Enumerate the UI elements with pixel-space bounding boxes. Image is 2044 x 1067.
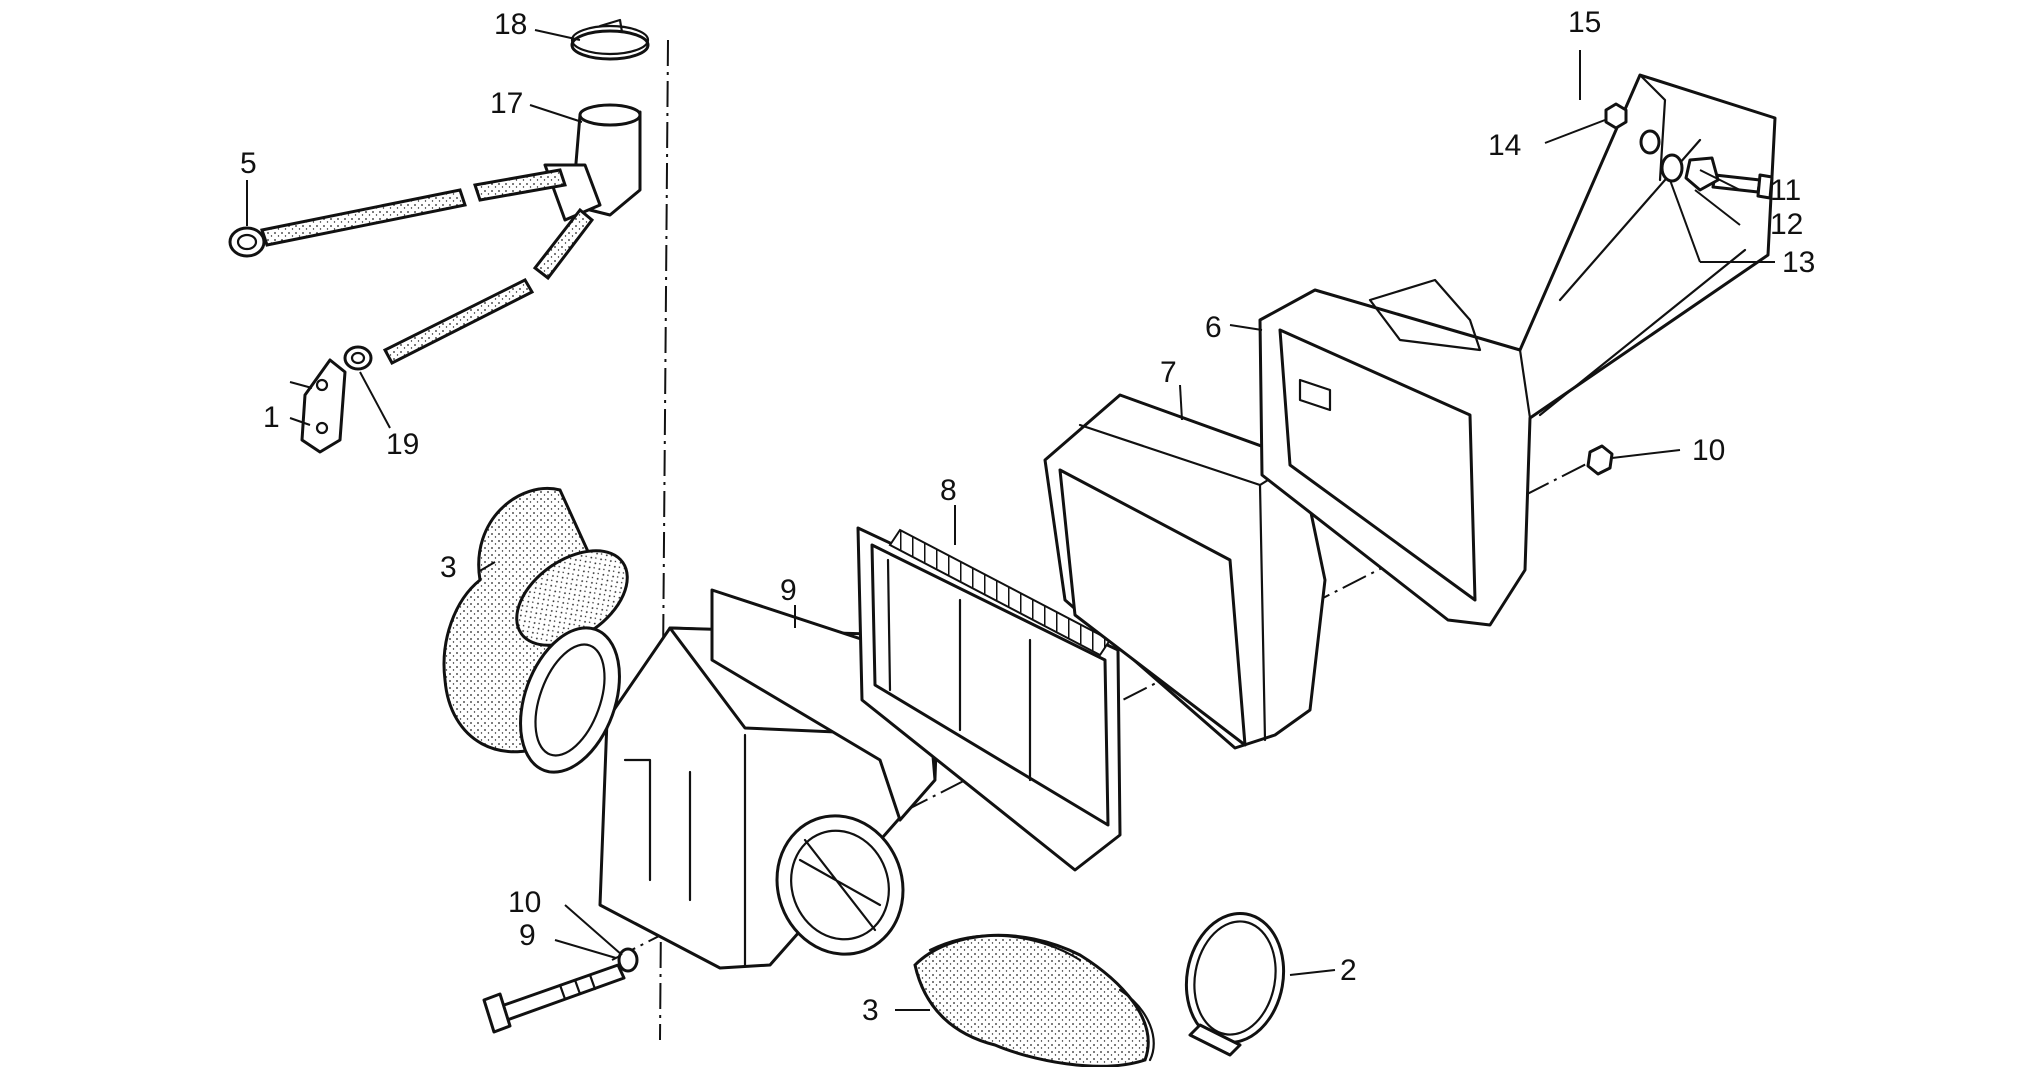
callout-19: 19 (386, 428, 419, 461)
nut-16 (1604, 102, 1628, 130)
hose-clamp (1184, 911, 1286, 1057)
leader-lines (246, 29, 1775, 1011)
grommet-13 (1684, 156, 1720, 192)
callout-6: 7 (1160, 356, 1177, 389)
callout-4: 5 (240, 147, 257, 180)
breather-tee-fitting (543, 103, 642, 222)
washer-15 (1639, 129, 1661, 155)
nut-11 (1586, 444, 1614, 476)
callout-3-upper: 3 (440, 551, 457, 584)
breather-hoses (260, 168, 595, 365)
callout-1: 1 (263, 401, 280, 434)
air-filter-element (856, 526, 1122, 872)
washer-10 (617, 947, 639, 973)
callout-12: 11 (1770, 174, 1801, 207)
callout-17: 17 (490, 87, 523, 120)
callout-5: 6 (1205, 311, 1222, 344)
filter-box-cover (1258, 73, 1777, 627)
small-hose-clip (228, 226, 266, 258)
callout-14: 13 (1782, 246, 1815, 279)
callout-7: 8 (940, 474, 957, 507)
callout-18: 18 (494, 8, 527, 41)
bracket (300, 358, 347, 454)
spacer-14 (1660, 153, 1684, 183)
callout-2: 2 (1340, 954, 1357, 987)
intake-sleeve-upper (442, 487, 629, 774)
callout-15: 14 (1488, 129, 1521, 162)
callout-10: 10 (508, 886, 541, 919)
hose-clip-19 (343, 345, 373, 371)
callout-9: 9 (519, 919, 536, 952)
intake-sleeve-lower (913, 933, 1155, 1067)
callout-11: 10 (1692, 434, 1725, 467)
callout-16: 15 (1568, 6, 1601, 39)
filter-frame (1043, 393, 1327, 750)
callout-3-lower: 3 (862, 994, 879, 1027)
callout-13: 12 (1770, 208, 1803, 241)
callout-labels: 18 17 5 1 19 15 14 11 12 13 6 7 10 8 9 3… (240, 6, 1815, 1027)
hose-clip-top (570, 18, 650, 61)
long-bolt (482, 963, 626, 1034)
callout-8: 9 (780, 574, 797, 607)
